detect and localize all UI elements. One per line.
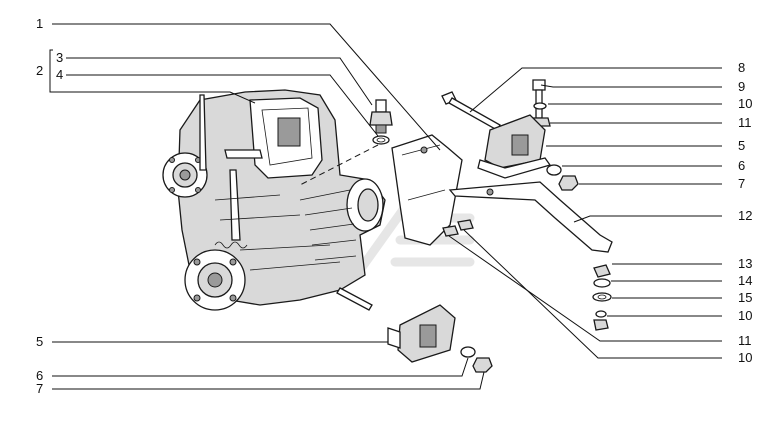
callout-5-right: 5: [738, 138, 745, 153]
rubber-mount-5-upper: [477, 114, 552, 179]
callout-7-right: 7: [738, 176, 745, 191]
nut-shield-1: [442, 225, 459, 237]
callout-10-middle: 10: [738, 308, 752, 323]
callout-14: 14: [738, 273, 752, 288]
crossmember-12: [448, 181, 613, 253]
nut-shield-2: [457, 219, 474, 231]
callout-6-left: 6: [36, 368, 43, 383]
leader-lines: [49, 23, 722, 390]
callout-6-right: 6: [738, 158, 745, 173]
callout-13: 13: [738, 256, 752, 271]
bolt-9: [532, 79, 546, 119]
sensor-dash-line: [299, 144, 379, 186]
washer-6-upper: [546, 164, 562, 176]
callout-10-upper: 10: [738, 96, 752, 111]
callout-1: 1: [36, 16, 43, 31]
heat-shield-bracket: [391, 134, 463, 246]
callout-10-lower: 10: [738, 350, 752, 365]
callout-7-left: 7: [36, 381, 43, 396]
washer-6-lower: [460, 346, 476, 358]
washer-10-upper: [533, 102, 547, 110]
callout-2: 2: [36, 63, 43, 78]
nut-7-lower: [472, 357, 493, 373]
rubber-mount-5-lower: [387, 304, 456, 363]
transfer-case-assembly: [162, 89, 386, 311]
callout-4: 4: [56, 67, 63, 82]
fastener-stack: [592, 264, 612, 331]
callout-5-left: 5: [36, 334, 43, 349]
callout-12: 12: [738, 208, 752, 223]
callout-9: 9: [738, 79, 745, 94]
callout-11-lower: 11: [738, 333, 752, 348]
nut-7-upper: [558, 175, 579, 191]
callout-8: 8: [738, 60, 745, 75]
callout-11-upper: 11: [738, 115, 752, 130]
callout-3: 3: [56, 50, 63, 65]
switch-sensor: [369, 99, 393, 145]
callout-15: 15: [738, 290, 752, 305]
